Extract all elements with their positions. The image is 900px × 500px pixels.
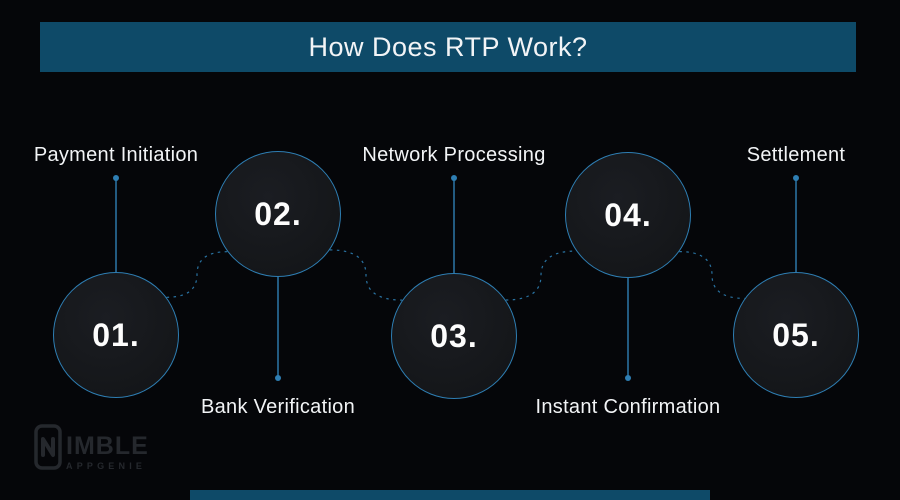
step-curve-connector <box>329 249 403 301</box>
brand-logo: IMBLE APPGENIE <box>34 424 149 471</box>
step-circle: 04. <box>565 152 691 278</box>
connector-dot <box>451 175 457 181</box>
step-label: Bank Verification <box>200 396 356 418</box>
step-circle: 03. <box>391 273 517 399</box>
step-label: Payment Initiation <box>33 144 199 166</box>
step-number: 03. <box>430 317 478 354</box>
bottom-accent-bar <box>190 490 710 500</box>
connector-dot <box>793 175 799 181</box>
logo-text-block: IMBLE APPGENIE <box>66 424 149 471</box>
phone-n-icon <box>34 424 62 470</box>
connector-dot <box>113 175 119 181</box>
step-label: Instant Confirmation <box>535 396 721 418</box>
step-curve-connector <box>166 251 228 298</box>
logo-subtext: APPGENIE <box>66 461 147 471</box>
step-label: Network Processing <box>362 144 546 166</box>
step-curve-connector <box>505 250 577 301</box>
header-bar: How Does RTP Work? <box>40 22 856 72</box>
connector-dot <box>275 375 281 381</box>
step-circle: 05. <box>733 272 859 398</box>
page-title: How Does RTP Work? <box>308 31 588 62</box>
step-number: 02. <box>254 195 302 232</box>
connector-dot <box>625 375 631 381</box>
step-number: 04. <box>604 196 652 233</box>
step-circle: 02. <box>215 151 341 277</box>
step-circle: 01. <box>53 272 179 398</box>
logo-wordmark: IMBLE <box>66 432 149 460</box>
step-number: 05. <box>772 316 820 353</box>
step-number: 01. <box>92 316 140 353</box>
step-curve-connector <box>679 251 745 299</box>
step-label: Settlement <box>746 144 846 166</box>
